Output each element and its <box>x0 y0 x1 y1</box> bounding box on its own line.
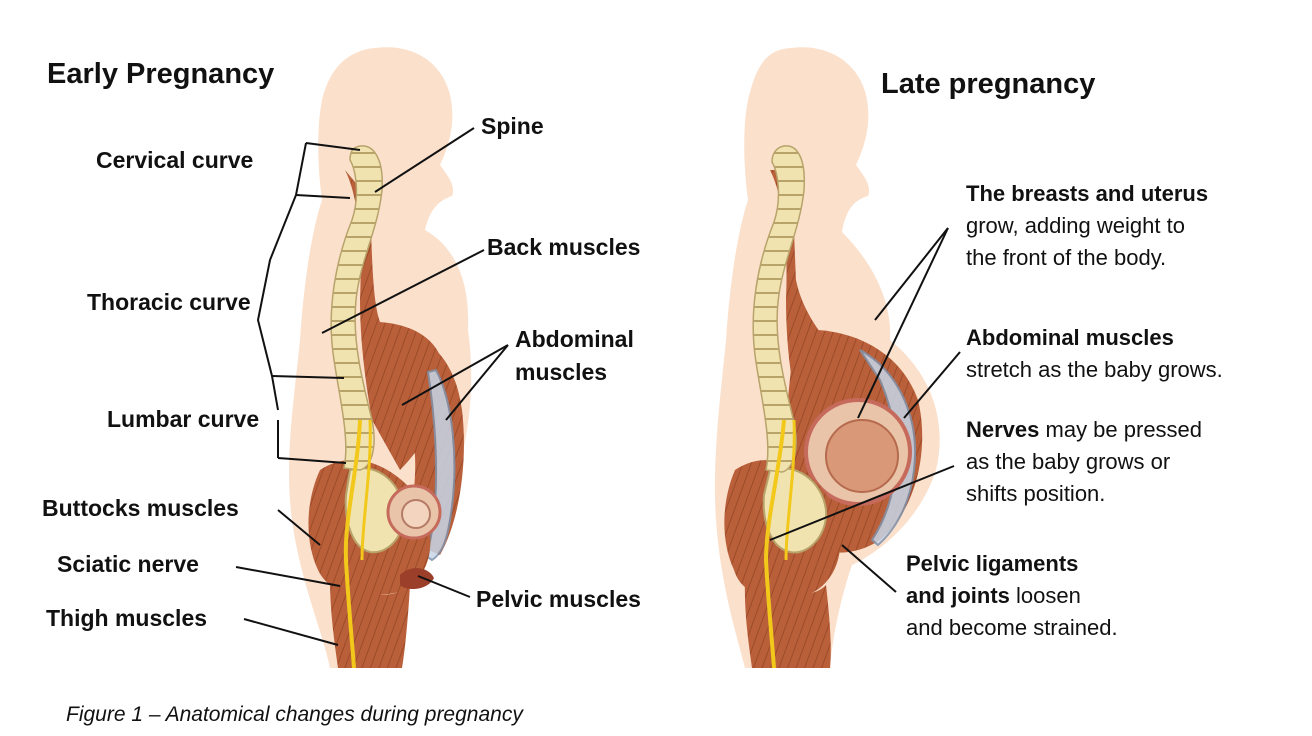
note-breasts-uterus-line1: grow, adding weight to <box>966 213 1185 238</box>
note-pelvic-ligaments: Pelvic ligaments and joints loosen and b… <box>906 548 1118 644</box>
label-lumbar-curve: Lumbar curve <box>107 406 260 432</box>
note-nerves-line1: as the baby grows or <box>966 449 1171 474</box>
label-pelvic-muscles: Pelvic muscles <box>476 586 641 612</box>
late-pregnancy-title: Late pregnancy <box>881 68 1096 100</box>
label-spine: Spine <box>481 113 544 139</box>
late-callout-lines <box>769 227 961 593</box>
note-pelvic-rest: loosen <box>1009 583 1081 608</box>
label-cervical-curve: Cervical curve <box>96 147 254 173</box>
note-pelvic-line1: and become strained. <box>906 615 1118 640</box>
note-pelvic-heading: Pelvic ligaments <box>906 551 1079 576</box>
note-nerves-line2: shifts position. <box>966 481 1106 506</box>
early-pregnancy-figure <box>289 47 472 669</box>
note-abdominal-heading: Abdominal muscles <box>966 325 1174 350</box>
label-thigh-muscles: Thigh muscles <box>46 605 208 631</box>
label-sciatic-nerve: Sciatic nerve <box>57 551 199 577</box>
note-breasts-uterus-line2: the front of the body. <box>966 245 1167 270</box>
note-breasts-uterus: The breasts and uterus grow, adding weig… <box>966 178 1208 274</box>
early-callout-lines <box>235 127 509 646</box>
note-nerves-heading: Nerves <box>966 417 1040 442</box>
note-nerves: Nerves may be pressed as the baby grows … <box>966 414 1202 510</box>
label-buttocks-muscles: Buttocks muscles <box>42 495 239 521</box>
label-thoracic-curve: Thoracic curve <box>87 289 251 315</box>
note-pelvic-heading2: and joints <box>906 583 1010 608</box>
label-back-muscles: Back muscles <box>487 234 641 260</box>
label-abdominal-line2: muscles <box>515 359 608 385</box>
late-thigh-muscles <box>744 580 831 668</box>
late-sciatic-nerve <box>763 419 786 669</box>
note-breasts-uterus-heading: The breasts and uterus <box>966 181 1209 206</box>
figure-caption: Figure 1 – Anatomical changes during pre… <box>66 703 523 726</box>
note-abdominal-muscles: Abdominal muscles stretch as the baby gr… <box>966 322 1223 386</box>
late-spine <box>752 145 806 473</box>
label-abdominal-line1: Abdominal <box>515 326 634 352</box>
early-pregnancy-title: Early Pregnancy <box>47 58 275 90</box>
late-pregnancy-figure <box>714 47 940 669</box>
note-abdominal-line1: stretch as the baby grows. <box>966 357 1223 382</box>
early-spine <box>330 145 383 471</box>
early-sciatic-nerve <box>343 419 362 669</box>
note-nerves-rest: may be pressed <box>1039 417 1203 442</box>
